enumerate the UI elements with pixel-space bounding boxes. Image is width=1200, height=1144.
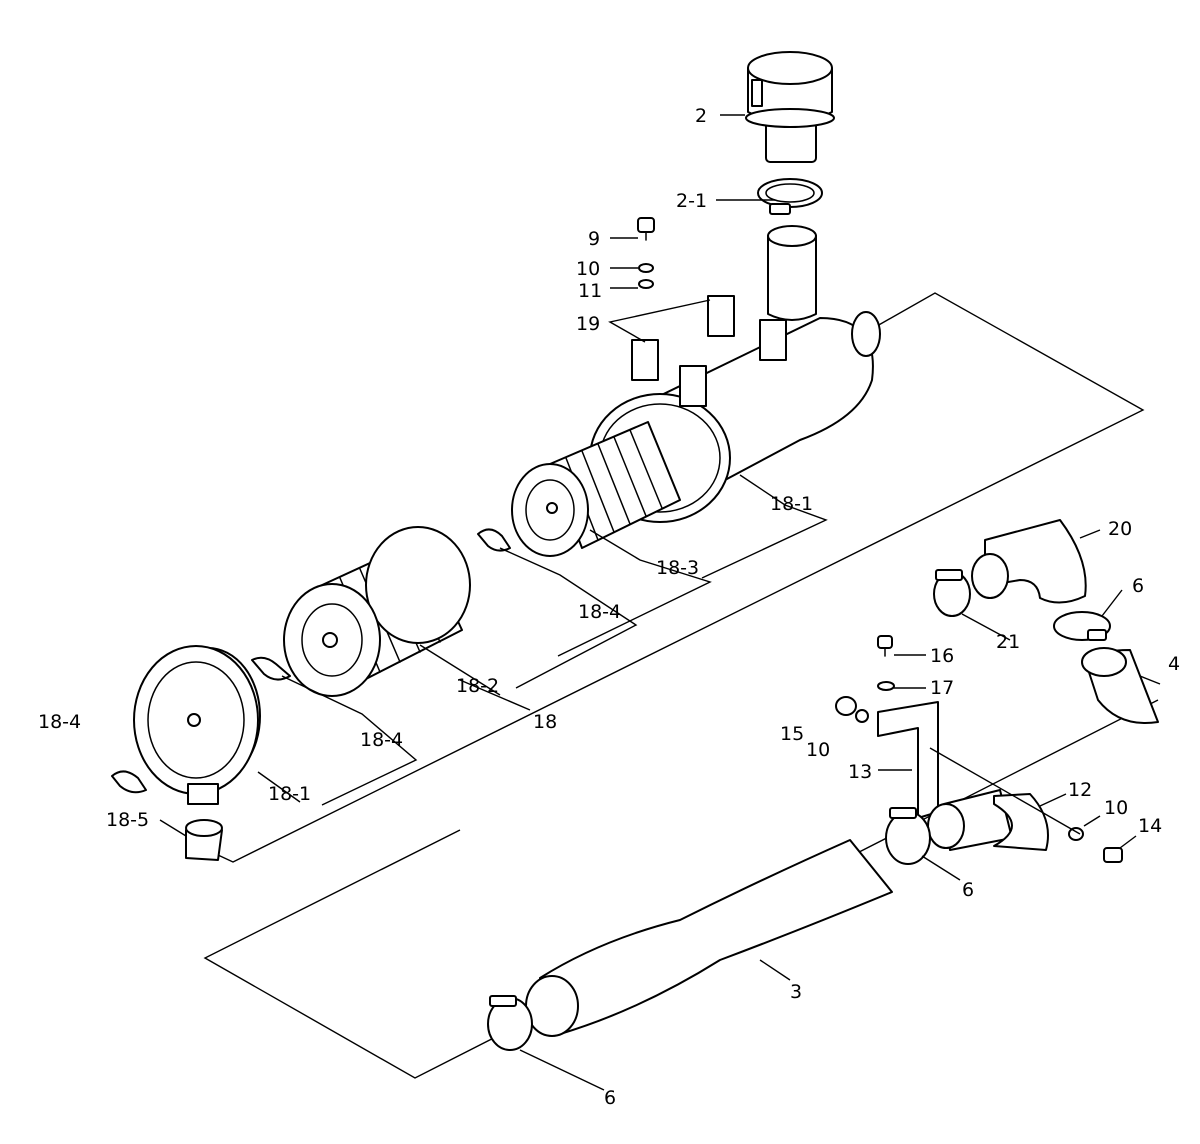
- callout-19: 19: [576, 313, 600, 335]
- callout-21: 21: [996, 631, 1020, 653]
- callout-18-1-lower: 18-1: [268, 783, 311, 805]
- wing-nut-left: [111, 770, 147, 794]
- bracket-13: [877, 701, 939, 819]
- wing-nut-middle: [251, 656, 291, 681]
- callout-16: 16: [930, 645, 954, 667]
- washer-10-top: [638, 263, 654, 273]
- callout-18-4-left: 18-4: [38, 711, 81, 733]
- elbow-hose: [971, 519, 1087, 604]
- callout-6-upper: 6: [1132, 575, 1144, 597]
- callout-17: 17: [930, 677, 954, 699]
- callout-2: 2: [695, 105, 707, 127]
- callout-13: 13: [848, 761, 872, 783]
- callout-18-4-upper: 18-4: [578, 601, 621, 623]
- callout-9: 9: [588, 228, 600, 250]
- callout-3: 3: [790, 981, 802, 1003]
- clamp-6-upper: [1053, 611, 1111, 641]
- callout-4: 4: [1168, 653, 1180, 675]
- callout-18-5: 18-5: [106, 809, 149, 831]
- callout-18-3: 18-3: [656, 557, 699, 579]
- outer-filter-element: [283, 526, 471, 697]
- pre-cleaner-cap: [745, 51, 835, 163]
- clamp-2-1: [757, 178, 823, 215]
- callout-10-right: 10: [1104, 797, 1128, 819]
- callout-20: 20: [1108, 518, 1132, 540]
- callout-2-1: 2-1: [676, 190, 707, 212]
- end-cover: [133, 645, 261, 805]
- wing-nut-upper: [477, 528, 511, 552]
- assembly-frame-hose: [203, 699, 1159, 1079]
- callout-14: 14: [1138, 815, 1162, 837]
- hose-3: [525, 839, 893, 1037]
- inner-filter-element: [511, 421, 681, 557]
- callout-labels: 2 2-1 9 10 11 19 18-1 18-3 18-4 18-2 18 …: [38, 105, 1180, 1109]
- bolt-9: [637, 217, 655, 241]
- callout-6-bottom: 6: [604, 1087, 616, 1109]
- bolt-16: [877, 635, 893, 657]
- washer-17: [877, 681, 895, 691]
- inlet-pipe: [767, 225, 817, 321]
- washer-10-mid: [855, 709, 869, 723]
- callout-15: 15: [780, 723, 804, 745]
- clamp-6-bottom: [487, 995, 533, 1051]
- callout-18-2: 18-2: [456, 675, 499, 697]
- callout-11: 11: [578, 280, 602, 302]
- washer-11: [638, 279, 654, 289]
- callout-18: 18: [533, 711, 557, 733]
- callout-18-1-upper: 18-1: [770, 493, 813, 515]
- clamp-21: [933, 569, 971, 617]
- callout-10-mid: 10: [806, 739, 830, 761]
- callout-10-top: 10: [576, 258, 600, 280]
- leader-lines: [159, 114, 1161, 1091]
- washer-10-right: [1068, 827, 1084, 841]
- pipe-4: [1081, 647, 1159, 724]
- clamp-6-mid: [885, 807, 931, 865]
- dust-valve: [185, 819, 223, 861]
- callout-12: 12: [1068, 779, 1092, 801]
- callout-6-mid: 6: [962, 879, 974, 901]
- callout-18-4-mid: 18-4: [360, 729, 403, 751]
- nut-15: [835, 696, 857, 716]
- nut-14: [1103, 847, 1123, 863]
